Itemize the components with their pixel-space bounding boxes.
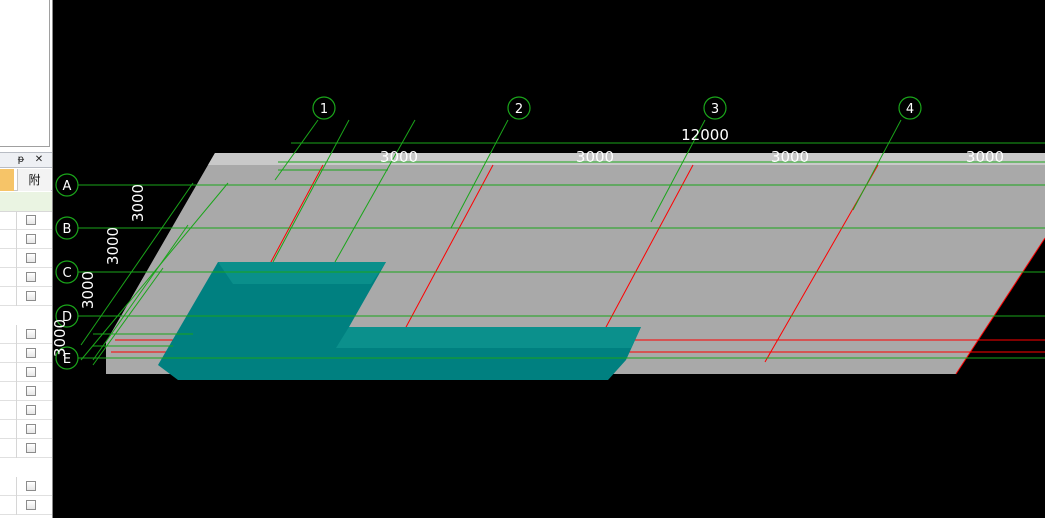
attach-checkbox[interactable] [26, 348, 36, 358]
attach-checkbox[interactable] [26, 367, 36, 377]
total-span-label: 12000 [681, 126, 729, 144]
axis-bubble-2[interactable]: 2 [507, 96, 531, 120]
table-row [0, 363, 52, 382]
span-label-1: 3000 [380, 148, 418, 166]
table-row [0, 420, 52, 439]
svg-text:D: D [62, 310, 72, 325]
row-span-label-2: 3000 [104, 227, 122, 265]
left-dock-panel: ᵽ ✕ 附 [0, 0, 53, 518]
column-separator [16, 382, 17, 401]
property-table-header: 附 [0, 169, 52, 191]
attach-checkbox[interactable] [26, 215, 36, 225]
attach-checkbox[interactable] [26, 500, 36, 510]
span-label-4: 3000 [966, 148, 1004, 166]
column-separator [16, 211, 17, 230]
svg-text:C: C [62, 266, 71, 281]
teal-column-block[interactable] [158, 262, 641, 380]
axis-grid-lines [78, 119, 1045, 366]
table-row [0, 211, 52, 230]
attach-checkbox[interactable] [26, 234, 36, 244]
axis-bubble-E[interactable]: E [55, 346, 79, 370]
span-label-3: 3000 [771, 148, 809, 166]
row-span-label-4: 3000 [53, 319, 69, 357]
table-row [0, 344, 52, 363]
attach-checkbox[interactable] [26, 272, 36, 282]
table-row [0, 230, 52, 249]
span-label-2: 3000 [576, 148, 614, 166]
column-axis-markers: 1 2 3 4 [312, 96, 922, 120]
column-header-attach[interactable]: 附 [17, 169, 51, 191]
pin-icon[interactable]: ᵽ [17, 154, 25, 165]
table-row [0, 268, 52, 287]
table-row [0, 496, 52, 515]
axis-bubble-4[interactable]: 4 [898, 96, 922, 120]
dimension-labels: 12000 3000 3000 3000 3000 3000 3000 3000… [53, 126, 1004, 357]
axis-bubble-C[interactable]: C [55, 260, 79, 284]
teal-block-lower-face [336, 327, 641, 348]
svg-text:2: 2 [515, 102, 523, 117]
table-row [0, 325, 52, 344]
svg-text:A: A [63, 179, 72, 194]
axis-bubble-A[interactable]: A [55, 173, 79, 197]
model-canvas[interactable]: 1 2 3 4 A [53, 0, 1045, 518]
axis-bubble-D[interactable]: D [55, 304, 79, 328]
column-separator [16, 344, 17, 363]
header-selector-cell[interactable] [0, 169, 14, 191]
row-axis-markers: A B C D E [55, 173, 79, 370]
model-3d-viewport[interactable]: 1 2 3 4 A [53, 0, 1045, 518]
teal-block-top-face [218, 262, 386, 284]
axis-bubble-1[interactable]: 1 [312, 96, 336, 120]
attach-checkbox[interactable] [26, 424, 36, 434]
attach-checkbox[interactable] [26, 253, 36, 263]
table-row [0, 401, 52, 420]
svg-text:4: 4 [906, 102, 914, 117]
attach-checkbox[interactable] [26, 386, 36, 396]
table-row [0, 477, 52, 496]
svg-text:E: E [63, 352, 71, 367]
svg-text:1: 1 [320, 102, 328, 117]
attach-checkbox[interactable] [26, 443, 36, 453]
axis-bubble-B[interactable]: B [55, 216, 79, 240]
table-row [0, 439, 52, 458]
column-separator [16, 363, 17, 382]
row-span-label-1: 3000 [129, 184, 147, 222]
selected-table-row[interactable] [0, 192, 52, 212]
panel-titlebar: ᵽ ✕ [0, 152, 52, 168]
table-row [0, 287, 52, 306]
column-separator [16, 420, 17, 439]
slab-top-strip [208, 153, 1045, 165]
svg-text:3: 3 [711, 102, 719, 117]
close-icon[interactable]: ✕ [34, 154, 44, 165]
column-separator [16, 496, 17, 515]
column-separator [16, 230, 17, 249]
axis-bubble-3[interactable]: 3 [703, 96, 727, 120]
table-row [0, 382, 52, 401]
column-separator [16, 249, 17, 268]
column-separator [16, 287, 17, 306]
row-span-label-3: 3000 [79, 271, 97, 309]
svg-text:B: B [63, 222, 72, 237]
column-separator [16, 401, 17, 420]
attach-checkbox[interactable] [26, 291, 36, 301]
attach-checkbox[interactable] [26, 329, 36, 339]
column-separator [16, 268, 17, 287]
column-separator [16, 325, 17, 344]
table-row [0, 249, 52, 268]
upper-tree-pane[interactable] [0, 0, 50, 147]
attach-checkbox[interactable] [26, 405, 36, 415]
attach-checkbox[interactable] [26, 481, 36, 491]
column-separator [16, 477, 17, 496]
column-separator [16, 439, 17, 458]
